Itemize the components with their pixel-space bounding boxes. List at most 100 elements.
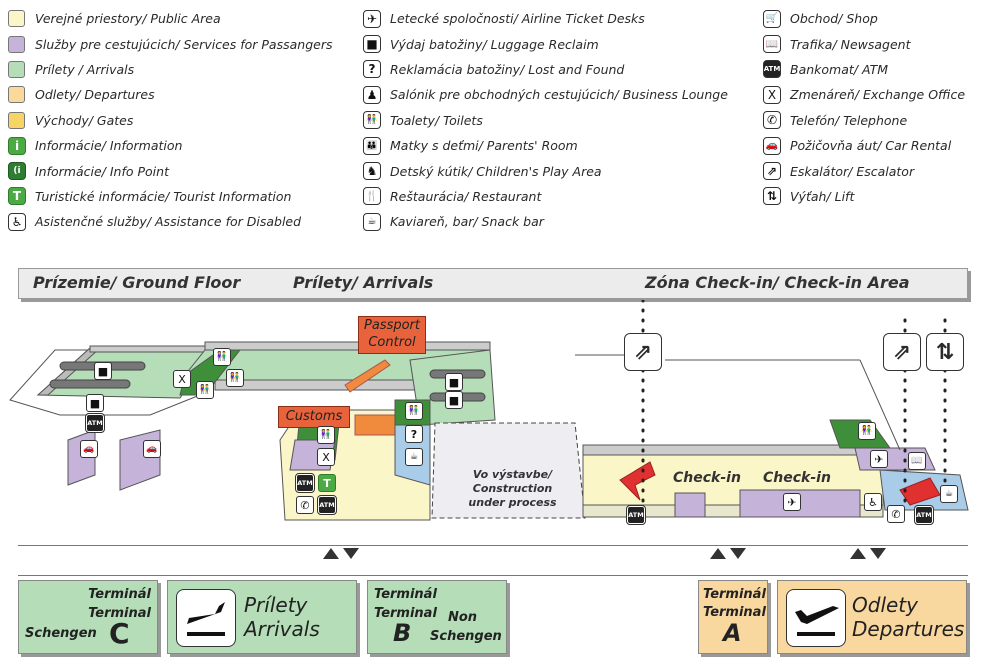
divider-line [18,575,968,576]
exchange-icon: X [763,85,781,104]
telephone-icon: ✆ [763,111,781,130]
toilets-icon: 👫 [858,422,876,440]
lost-found-icon: ? [405,425,423,443]
baggage-belt-2 [49,379,131,389]
escalator-icon: ⇗ [883,333,921,371]
checkin-title: Zóna Check-in/ Check-in Area [645,273,910,292]
lift-icon: ⇅ [763,187,781,206]
customs-label: Customs [278,406,350,428]
legend-escalator: ⇗Eskalátor/ Escalator [763,158,965,183]
legend-parents-room: 👪Matky s deťmi/ Parents' Room [363,133,728,158]
legend-gates: Východy/ Gates [8,108,332,133]
legend-services: Služby pre cestujúcich/ Services for Pas… [8,31,332,56]
toilets-icon: 👫 [405,402,423,420]
terminal-b-zone-2: Schengen [430,629,502,644]
entrance-arrows [850,548,886,559]
exchange-icon: X [317,448,335,466]
construction-label: Vo výstavbe/ Construction under process [468,468,557,509]
plane-landing-icon [176,589,236,647]
rocking-horse-icon: ♞ [363,162,381,181]
terminal-a-sk: Terminál [703,587,766,602]
restaurant-icon: 🍴 [363,187,381,206]
terminal-b-sk: Terminál [374,587,437,602]
floor-title: Prízemie/ Ground Floor [33,273,241,292]
floor-banner: Prízemie/ Ground Floor Prílety/ Arrivals… [18,268,968,299]
service-desk-1 [674,492,706,518]
arrivals-title: Prílety/ Arrivals [293,273,434,292]
legend-telephone: ✆Telefón/ Telephone [763,108,965,133]
atm-icon: ATM [914,505,934,525]
divider-line [18,545,968,546]
terminal-a-letter: A [723,619,742,647]
legend-departures: Odlety/ Departures [8,82,332,107]
car-rental-icon: 🚗 [763,136,781,155]
departures-swatch [8,86,25,104]
wheelchair-icon: ♿ [864,493,882,511]
toilets-icon: 👫 [226,369,244,387]
terminal-a-card: Terminál Terminal A [698,580,768,654]
atm-icon: ATM [626,505,646,525]
legend-shop: 🛒Obchod/ Shop [763,6,965,31]
services-swatch [8,35,25,53]
arrivals-en: Arrivals [244,617,320,641]
terminal-b-zone-1: Non [448,610,478,625]
lift-icon: ⇅ [926,333,964,371]
tourist-information-icon: T [318,474,336,492]
lost-found-icon: ? [363,60,381,79]
departures-sk: Odlety [852,593,918,617]
checkin-label-2: Check-in [763,470,831,486]
legend-public-area: Verejné priestory/ Public Area [8,6,332,31]
arrivals-card: Prílety Arrivals [167,580,357,654]
escalator-icon: ⇗ [624,333,662,371]
business-lounge-icon: ♟ [363,85,381,104]
arrow-down-icon [343,548,359,559]
atm-icon: ATM [763,60,781,79]
legend-restaurant: 🍴Reštaurácia/ Restaurant [363,184,728,209]
plane-takeoff-icon [786,589,846,647]
terminal-a-en: Terminal [703,605,766,620]
floor-map: Passport Control Customs Vo výstavbe/ Co… [0,300,986,540]
gates-swatch [8,111,25,129]
legend-play-area: ♞Detský kútik/ Children's Play Area [363,158,728,183]
information-icon: i [8,136,26,155]
luggage-icon: ■ [445,391,463,409]
atm-icon: ATM [295,473,315,493]
parents-room-icon: 👪 [363,136,381,155]
passport-booths [344,359,391,393]
wheelchair-icon: ♿ [8,212,26,231]
terminal-b-en: Terminal [374,606,437,621]
coffee-cup-icon: ☕ [405,448,423,466]
corridor-top-wall [204,341,491,351]
arrow-down-icon [870,548,886,559]
car-rental-icon: 🚗 [143,440,161,458]
info-point-icon: (i [8,162,26,181]
telephone-icon: ✆ [296,496,314,514]
security-barrier-1 [619,461,656,501]
terminal-c-sk: Terminál [88,587,151,602]
departures-card: Odlety Departures [777,580,967,654]
legend-arrivals: Prílety / Arrivals [8,57,332,82]
telephone-icon: ✆ [887,505,905,523]
tourist-information-icon: T [8,187,26,206]
legend-business-lounge: ♟Salónik pre obchodných cestujúcich/ Bus… [363,82,728,107]
legend-luggage-reclaim: ■Výdaj batožiny/ Luggage Reclaim [363,31,728,56]
legend-newsagent: 📖Trafika/ Newsagent [763,31,965,56]
construction-zone [431,422,586,519]
arrivals-swatch [8,60,25,78]
legend-snack-bar: ☕Kaviareň, bar/ Snack bar [363,209,728,234]
entrance-arrows [710,548,746,559]
legend-car-rental: 🚗Požičovňa áut/ Car Rental [763,133,965,158]
terminal-b-card: Terminál Terminal B Non Schengen [367,580,507,654]
entrance-arrows [323,548,359,559]
arrow-up-icon [710,548,726,559]
luggage-icon: ■ [94,362,112,380]
exchange-icon: X [173,370,191,388]
terminal-c-letter: C [109,617,130,650]
arrow-up-icon [323,548,339,559]
luggage-icon: ■ [363,35,381,54]
